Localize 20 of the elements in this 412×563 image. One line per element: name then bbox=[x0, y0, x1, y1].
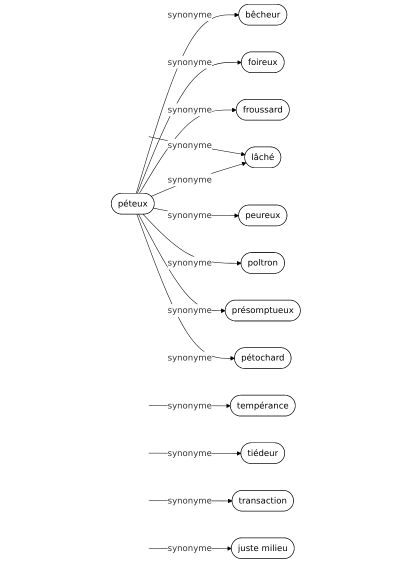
arrow bbox=[151, 162, 247, 197]
edge-label: synonyme bbox=[168, 258, 212, 268]
edge-label: synonyme bbox=[168, 495, 212, 506]
edge-label: synonyme bbox=[168, 448, 212, 458]
arrow bbox=[138, 214, 226, 314]
arrow bbox=[148, 136, 246, 156]
edge-label: synonyme bbox=[168, 400, 212, 410]
arrow bbox=[136, 12, 240, 194]
edge-label: synonyme bbox=[168, 542, 212, 554]
edge-label: synonyme bbox=[168, 174, 212, 185]
arrow bbox=[139, 108, 237, 194]
edge-label: synonyme bbox=[168, 140, 212, 150]
edge-label: synonyme bbox=[168, 9, 212, 20]
arrow bbox=[137, 60, 242, 194]
edge-label: synonyme bbox=[168, 352, 212, 363]
edge-label: synonyme bbox=[168, 210, 212, 220]
edge-label: synonyme bbox=[168, 104, 212, 115]
edge-label: synonyme bbox=[168, 305, 212, 316]
edge-label: synonyme bbox=[168, 56, 212, 68]
arrow bbox=[136, 214, 236, 361]
